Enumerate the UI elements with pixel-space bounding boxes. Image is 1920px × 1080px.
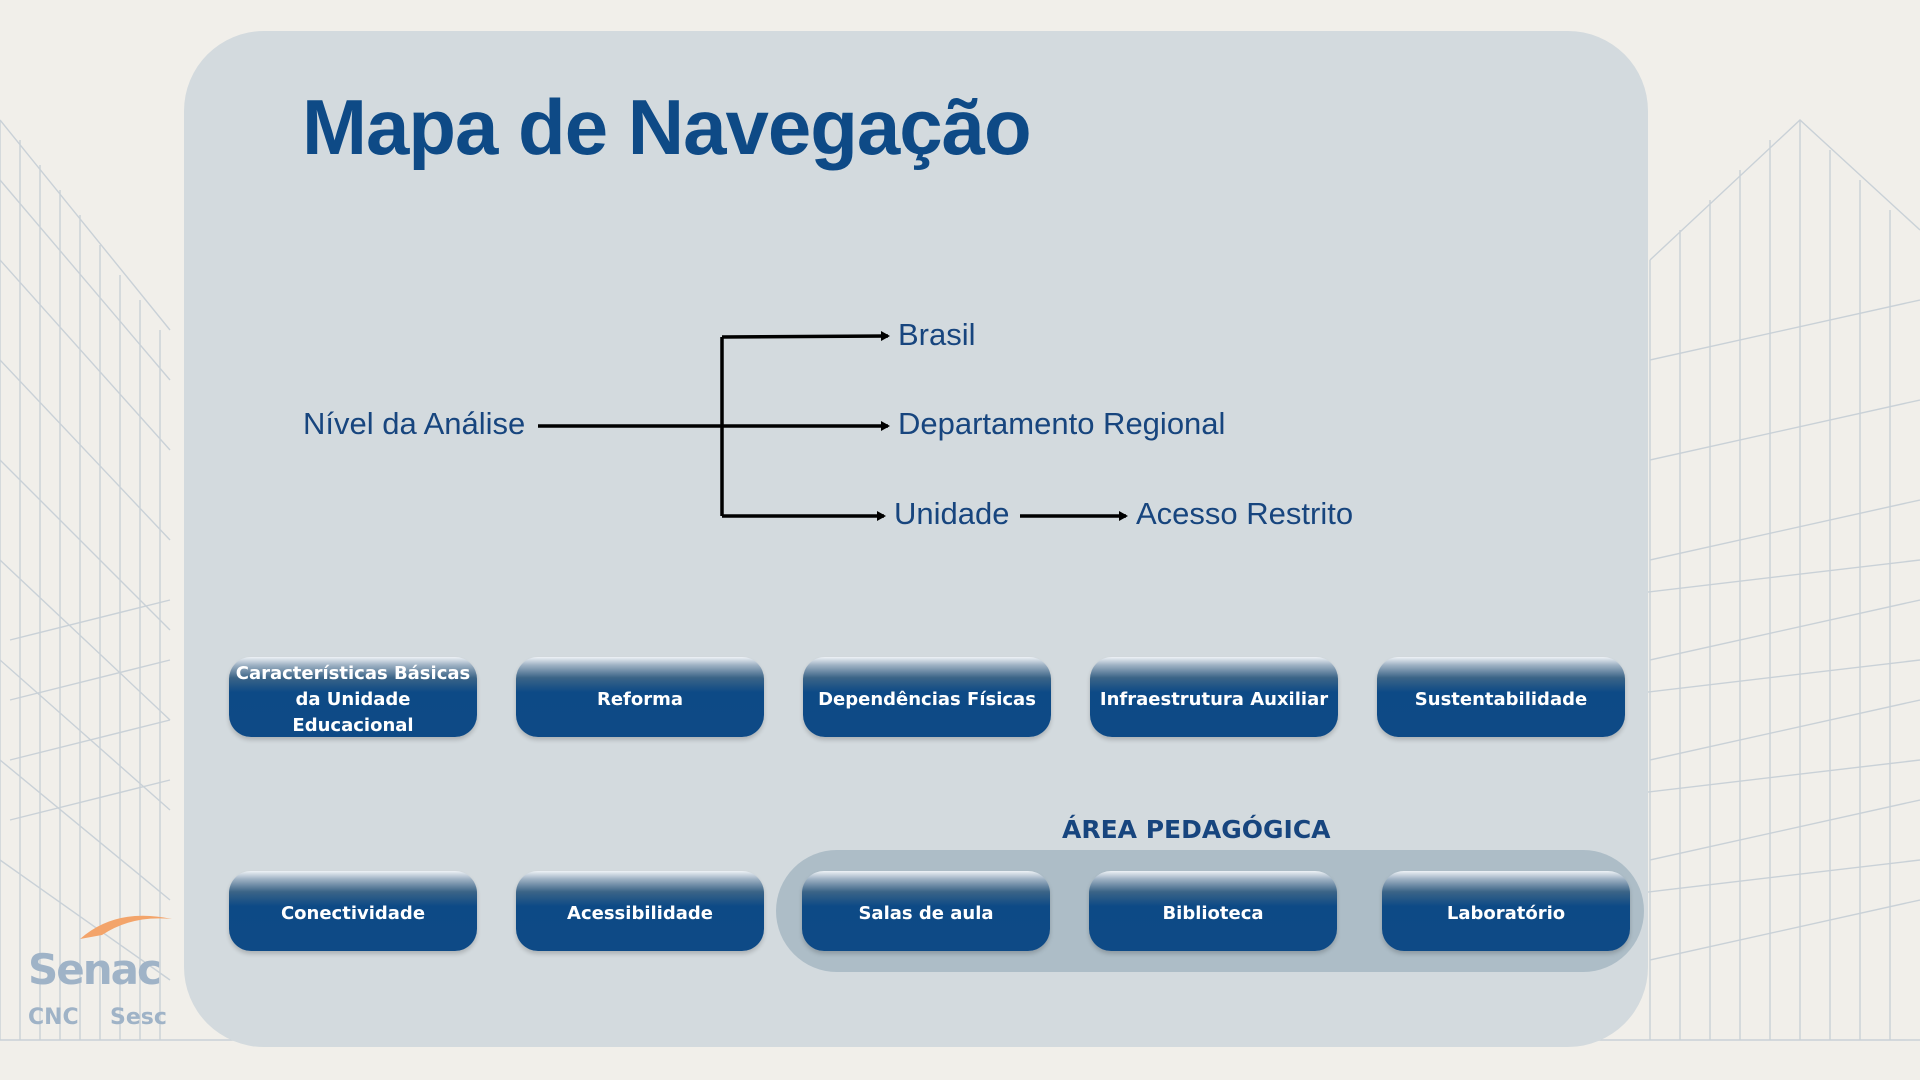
senac-logo: Senac CNC Sesc (26, 905, 176, 1035)
logo-sub-text-sesc: Sesc (110, 1005, 167, 1030)
logo-sub-text-cnc: CNC (28, 1005, 79, 1030)
button-conectividade[interactable]: Conectividade (229, 871, 477, 951)
button-laboratorio[interactable]: Laboratório (1382, 871, 1630, 951)
pedagogic-area-label: ÁREA PEDAGÓGICA (1062, 815, 1331, 844)
button-biblioteca[interactable]: Biblioteca (1089, 871, 1337, 951)
button-caracteristicas-basicas[interactable]: Características Básicas da Unidade Educa… (229, 657, 477, 737)
page-title: Mapa de Navegação (302, 83, 1032, 171)
button-acessibilidade[interactable]: Acessibilidade (516, 871, 764, 951)
button-dependencias-fisicas[interactable]: Dependências Físicas (803, 657, 1051, 737)
flow-branch-brasil[interactable]: Brasil (898, 317, 976, 352)
button-sustentabilidade[interactable]: Sustentabilidade (1377, 657, 1625, 737)
flow-branch-departamento-regional[interactable]: Departamento Regional (898, 406, 1226, 441)
flow-restricted-access[interactable]: Acesso Restrito (1136, 496, 1354, 531)
button-reforma[interactable]: Reforma (516, 657, 764, 737)
button-salas-de-aula[interactable]: Salas de aula (802, 871, 1050, 951)
arrow-to-brasil (721, 331, 890, 342)
logo-brand-text: Senac (28, 945, 162, 994)
logo-swoosh-icon (80, 915, 172, 939)
flow-root-label: Nível da Análise (303, 406, 526, 441)
flow-branch-unidade[interactable]: Unidade (894, 496, 1010, 531)
button-infraestrutura-auxiliar[interactable]: Infraestrutura Auxiliar (1090, 657, 1338, 737)
